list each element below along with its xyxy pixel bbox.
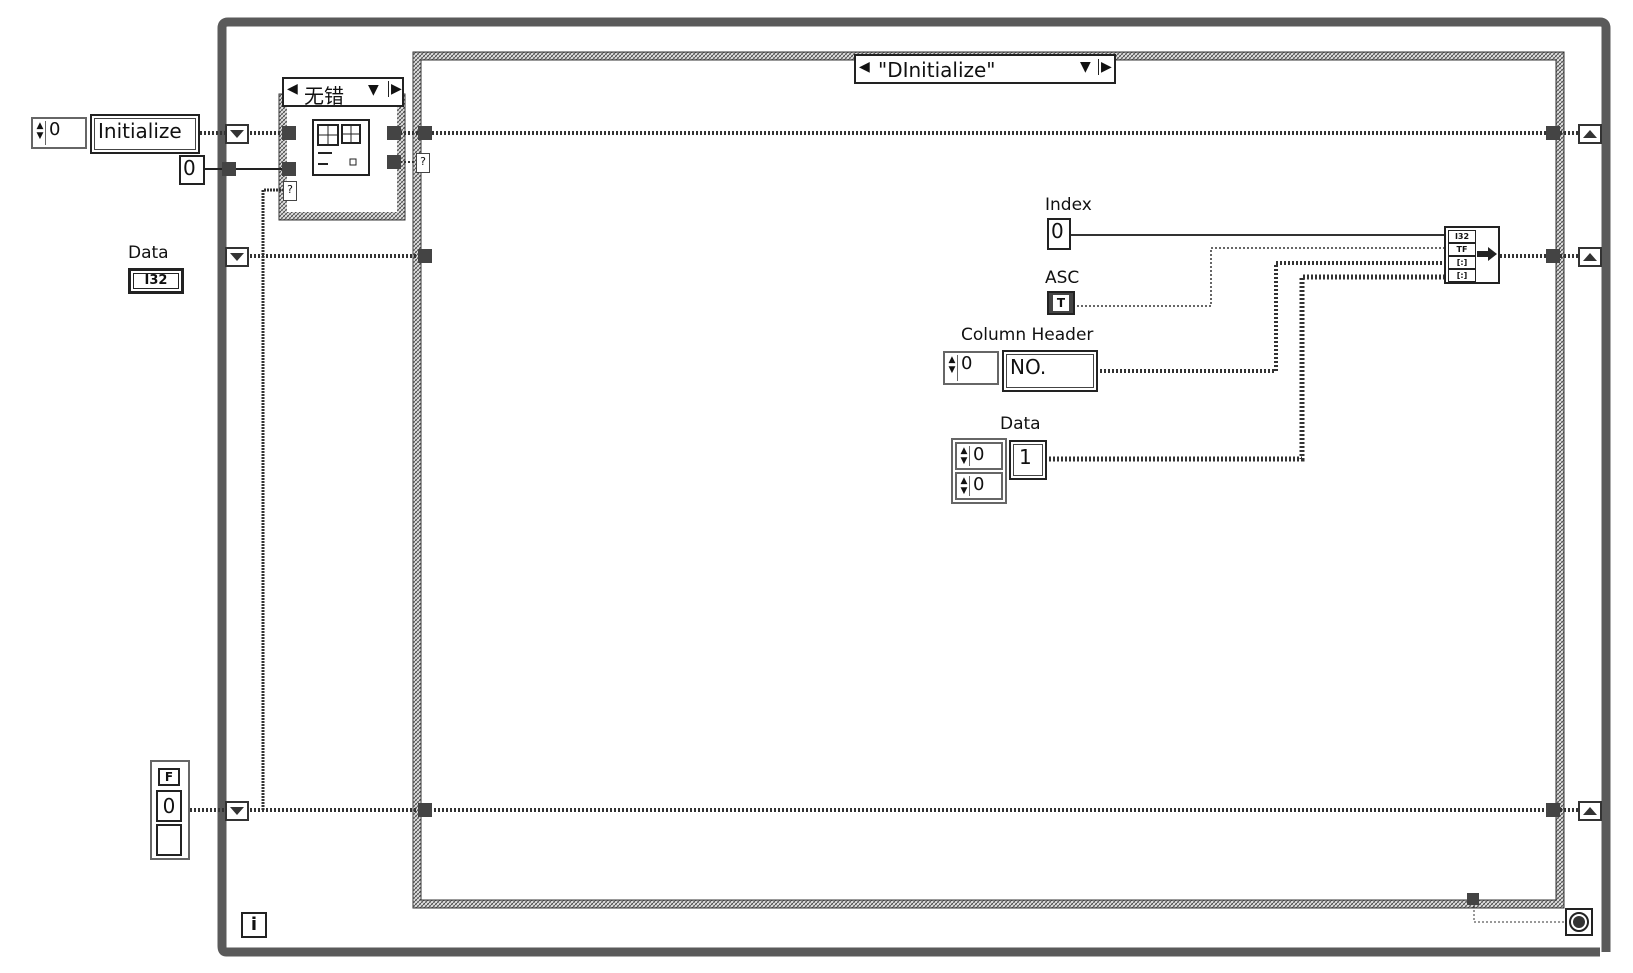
data-row-index[interactable]: ▲▼ 0 — [955, 442, 1003, 470]
bundle-row-type: TF — [1448, 243, 1476, 256]
case-tunnel[interactable] — [1546, 249, 1560, 263]
index-value: 0 — [1051, 219, 1064, 243]
shift-register-right[interactable] — [1578, 124, 1602, 144]
index-arrows-icon: ▲▼ — [959, 446, 970, 466]
bundle-row-type: [:] — [1448, 256, 1476, 269]
iteration-terminal: i — [241, 912, 267, 938]
shift-up-icon — [1583, 130, 1597, 138]
asc-bool-constant[interactable]: T — [1047, 291, 1075, 315]
state-enum-value: Initialize — [98, 119, 182, 143]
data-array-label: Data — [1000, 414, 1041, 434]
bool-array-index: 0 — [156, 790, 182, 822]
column-header-index-value: 0 — [961, 353, 973, 374]
bundle-node[interactable]: I32 TF [:] [:] — [1444, 226, 1500, 284]
data-col-index[interactable]: ▲▼ 0 — [955, 472, 1003, 500]
prev-case-icon[interactable]: ◀ — [287, 81, 298, 97]
shift-down-icon — [230, 253, 244, 261]
bool-array-element — [156, 824, 182, 856]
data-type-tag: I32 — [133, 273, 179, 289]
case-tunnel[interactable] — [418, 249, 432, 263]
case-selector[interactable]: ◀ "DInitialize" ▼ ▶ — [854, 54, 1116, 84]
case-tunnel[interactable] — [1546, 126, 1560, 140]
shift-up-icon — [1583, 807, 1597, 815]
index-constant[interactable]: 0 — [1047, 218, 1071, 250]
column-header-value: NO. — [1010, 355, 1047, 379]
index-arrows-icon: ▲▼ — [947, 355, 958, 381]
error-case-tunnel[interactable] — [282, 126, 296, 140]
state-array-index-value: 0 — [49, 119, 61, 140]
data-array-value: 1 — [1019, 445, 1032, 469]
bool-type-tag: F — [158, 768, 180, 786]
shift-register-right[interactable] — [1578, 247, 1602, 267]
dropdown-icon[interactable]: ▼ — [1080, 59, 1091, 75]
wire-junction — [222, 162, 236, 176]
error-constant[interactable]: 0 — [179, 155, 205, 185]
bundle-type-column: I32 TF [:] [:] — [1448, 230, 1476, 282]
unwired-tunnel-icon: ? — [416, 153, 430, 173]
asc-value: T — [1053, 295, 1069, 311]
case-tunnel[interactable] — [418, 803, 432, 817]
data-indicator-label: Data — [128, 243, 169, 263]
error-case-value: 无错 — [304, 84, 344, 108]
state-enum-constant[interactable]: Initialize — [90, 114, 200, 154]
iteration-terminal-label: i — [250, 914, 258, 935]
index-arrows-icon: ▲▼ — [35, 121, 46, 145]
data-col-index-value: 0 — [973, 474, 985, 495]
cluster-grid-icon — [317, 124, 361, 166]
asc-label: ASC — [1045, 268, 1080, 288]
unwired-tunnel-icon: ? — [283, 181, 297, 201]
shift-register-right[interactable] — [1578, 801, 1602, 821]
error-constant-value: 0 — [183, 156, 196, 180]
stop-terminal[interactable] — [1565, 908, 1593, 936]
bool-array-constant[interactable]: F 0 — [150, 760, 190, 860]
bool-wire — [190, 188, 1578, 812]
column-header-label: Column Header — [961, 325, 1094, 345]
column-header-array-index[interactable]: ▲▼ 0 — [943, 351, 999, 385]
bundle-arrow-icon — [1477, 247, 1497, 261]
data-i32-terminal[interactable]: I32 — [128, 268, 184, 294]
next-case-icon[interactable]: ▶ — [1098, 59, 1112, 75]
shift-register-left[interactable] — [225, 247, 249, 267]
dropdown-icon[interactable]: ▼ — [368, 82, 379, 98]
shift-up-icon — [1583, 253, 1597, 261]
error-case-tunnel[interactable] — [387, 126, 401, 140]
data-row-index-value: 0 — [973, 444, 985, 465]
stop-wire — [1473, 902, 1565, 923]
bundle-row-type: [:] — [1448, 269, 1476, 282]
index-arrows-icon: ▲▼ — [959, 476, 970, 496]
column-header-constant[interactable]: NO. — [1002, 350, 1098, 392]
prev-case-icon[interactable]: ◀ — [859, 59, 870, 75]
shift-register-left[interactable] — [225, 124, 249, 144]
shift-register-left[interactable] — [225, 801, 249, 821]
shift-down-icon — [230, 130, 244, 138]
case-selector-value: "DInitialize" — [878, 58, 996, 82]
index-label: Index — [1045, 195, 1092, 215]
cluster-wires — [1049, 234, 1552, 462]
data-array-element[interactable]: 1 — [1009, 440, 1047, 480]
bundle-row-type: I32 — [1448, 230, 1476, 243]
error-case-tunnel[interactable] — [387, 155, 401, 169]
while-loop-frame — [217, 17, 1611, 957]
stop-circle-icon — [1569, 912, 1589, 932]
stop-tunnel — [1467, 893, 1479, 905]
error-handler-subvi[interactable] — [312, 119, 370, 176]
case-tunnel[interactable] — [418, 126, 432, 140]
error-case-tunnel[interactable] — [282, 162, 296, 176]
next-case-icon[interactable]: ▶ — [388, 81, 402, 97]
state-array-index[interactable]: ▲▼ 0 — [31, 117, 87, 149]
error-case-selector[interactable]: ◀ 无错 ▼ ▶ — [282, 77, 404, 108]
data-array-constant[interactable]: ▲▼ 0 ▲▼ 0 — [951, 438, 1007, 504]
case-tunnel[interactable] — [1546, 803, 1560, 817]
shift-down-icon — [230, 807, 244, 815]
